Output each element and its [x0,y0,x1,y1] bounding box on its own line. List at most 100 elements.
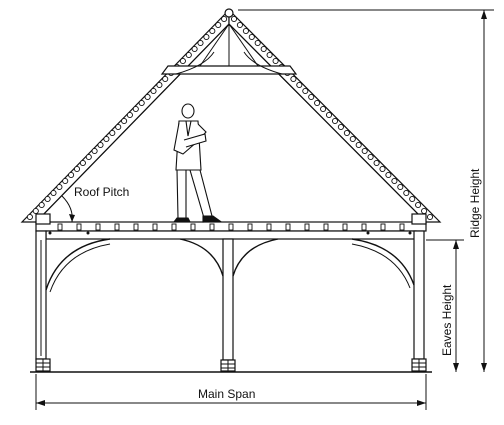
collar-brace-right [243,51,283,75]
roof-tile [91,147,98,155]
roof-tile [361,147,368,155]
brace-right-inner [351,243,411,289]
joist-end [76,223,82,231]
roof-tile [391,177,398,185]
roof-tile [221,15,228,23]
roof-tile [397,183,404,191]
arrow-down [453,363,459,372]
roof-tile [179,57,186,65]
wall-plate-left [35,213,51,225]
roof-tile [302,87,309,95]
roof-tile [272,57,279,65]
arrow-down [481,363,487,372]
post-centre [222,238,234,361]
rafter-right [228,23,421,217]
roof-tile [314,99,321,107]
person-shoe-right [202,215,222,223]
joist-end [304,223,310,231]
roof-tile [62,177,69,185]
roof-tile [73,165,81,173]
person-figure [172,103,222,223]
ridge-cap [224,8,234,18]
brace-centre-left [179,238,224,277]
roof-tile [403,189,410,197]
roof-tile [415,201,422,209]
roof-tile [209,27,216,35]
roof-tile [203,33,210,41]
roof-tile [162,75,169,83]
roof-tile [132,105,139,113]
roof-tile [44,195,51,203]
plinth-right-hatch [412,359,426,371]
roof-tile [109,129,116,137]
brace-left [45,238,111,291]
roof-tile [367,153,374,161]
joist-end [342,223,348,231]
brace-left-inner [49,243,111,293]
post-right [413,230,425,360]
plinth-left-hatch [36,359,50,371]
roof-tile [56,183,63,191]
collar-tie [160,65,298,75]
bolt [366,231,370,235]
tie-beam [35,213,427,232]
roof-tile [266,51,273,59]
girt-beam [45,230,417,240]
joist-end [152,223,158,231]
roof-tile [421,207,428,215]
roof-tile [349,135,356,143]
joist-end [380,223,386,231]
apex-strut-right [228,23,259,67]
roof-tile [230,15,238,23]
person-leg-left [176,169,187,219]
bolt [408,231,412,235]
roof-tiles-right [230,15,434,221]
person-leg-right [189,169,213,219]
roof-tile [138,99,145,107]
frame [30,230,432,373]
roof-tile [379,165,386,173]
roof-pitch-arrow [69,214,75,222]
person-head [181,103,195,119]
joist-end [57,223,63,231]
roof-tiles-left [26,15,228,221]
plinth-centre-hatch [221,360,235,371]
brace-centre-right [232,238,279,277]
joist-end [114,223,120,231]
floor-joists [57,223,405,231]
roof-tile [126,111,133,119]
roof-tile [191,45,198,53]
bolt [48,231,52,235]
roof-tile [144,93,151,101]
roof-tile [355,141,362,149]
brace-right [351,238,415,286]
roof-tile [50,189,57,197]
ridge-height-dimension: Ridge Height [238,9,494,372]
collar-brace-left [175,51,215,75]
roof-tile [260,45,267,53]
roof-tile [254,39,261,47]
roof-tile [373,159,380,167]
roof-tile [385,171,392,179]
main-span-dimension: Main Span [35,374,427,410]
roof-tile [290,75,297,83]
joist-end [323,223,329,231]
roof-tile [115,123,122,131]
roof-tile [296,81,303,89]
roof-tile [426,213,434,221]
roof-tile [103,135,110,143]
roof-slope-right [228,8,442,223]
wall-plate-right [411,213,427,225]
eaves-height-label: Eaves Height [440,284,454,356]
roof-tile [85,153,92,161]
arrow-left [36,400,45,406]
roof: Roof Pitch [20,8,442,223]
arrow-right [417,400,426,406]
apex-strut-left [199,23,230,67]
joist-end [95,223,101,231]
joist-end [361,223,367,231]
joist-end [266,223,272,231]
roof-tile [197,39,204,47]
roof-tile [337,123,344,131]
